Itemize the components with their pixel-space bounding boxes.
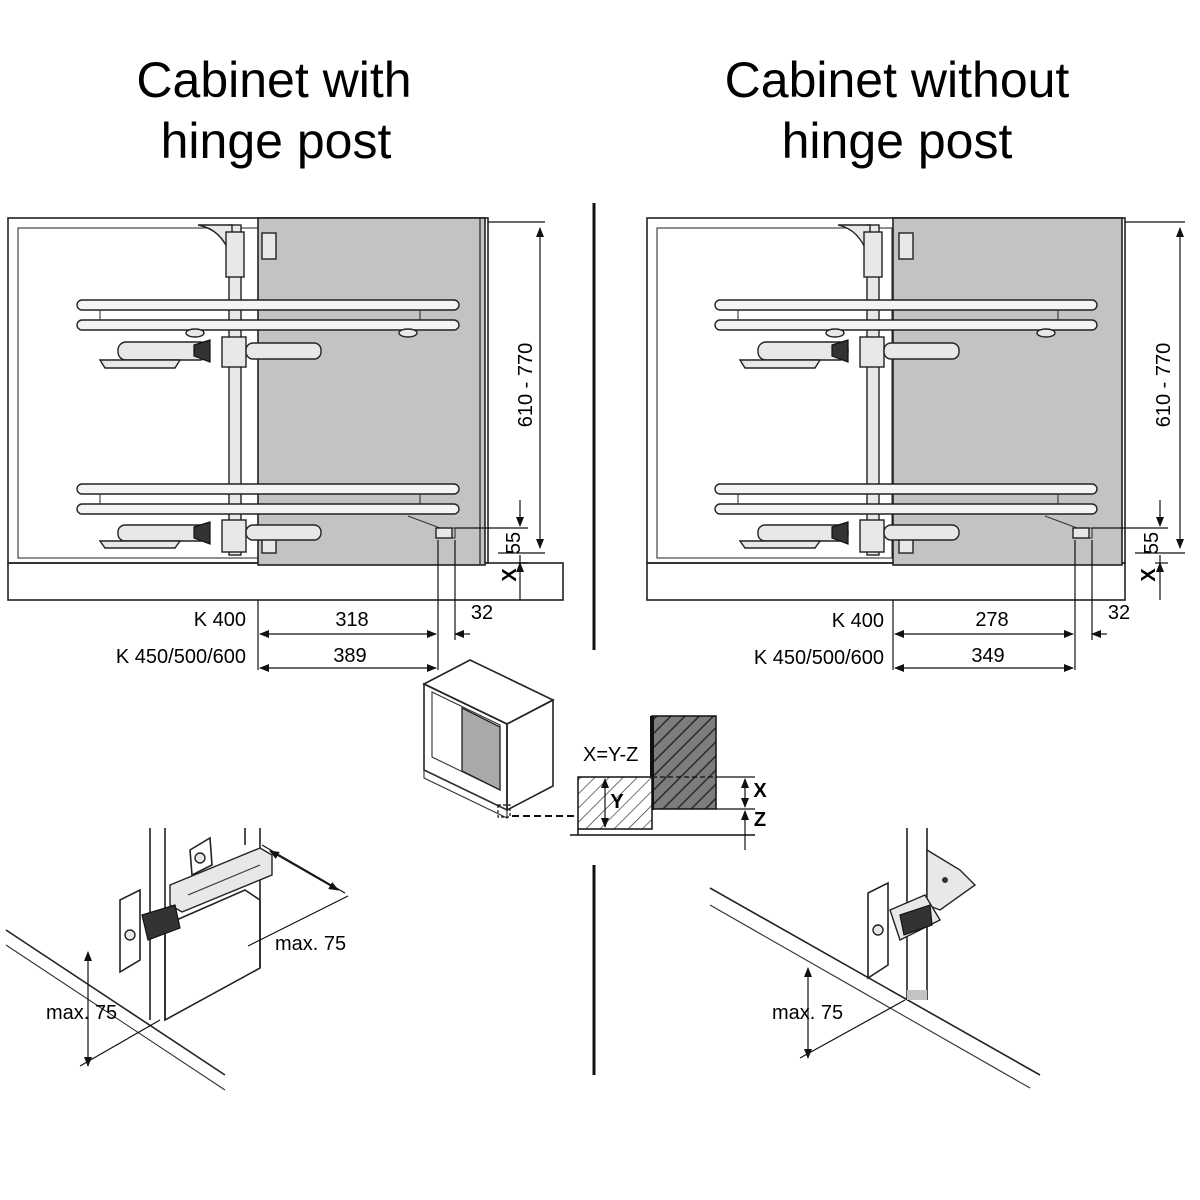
formula-label: X=Y-Z [583,744,638,766]
height-dim-left: 610 - 770 [515,343,537,428]
title-left-line2: hinge post [161,113,392,169]
z-label-detail: Z [754,809,766,831]
y-label: Y [610,791,624,813]
title-right-line2: hinge post [782,113,1013,169]
door-section [651,715,717,810]
title-left-line1: Cabinet with [136,52,411,108]
hinge-icon [898,232,914,260]
x-label-right: X [1138,568,1160,582]
row2-value-left: 389 [333,645,366,667]
max-height-label-right: max. 75 [772,1002,843,1024]
row1-value-right: 278 [975,609,1008,631]
shelf-upper [76,299,460,311]
row1-offset-right: 32 [1108,602,1130,624]
row2-value-right: 349 [971,645,1004,667]
offset-dim-right: 55 [1141,532,1163,554]
height-dim-right: 610 - 770 [1153,343,1175,428]
cabinet-isometric-icon [422,659,555,819]
max-depth-label-left: max. 75 [275,933,346,955]
max-height-label-left: max. 75 [46,1002,117,1024]
row1-offset-left: 32 [471,602,493,624]
hinge-without-post-detail: max. 75 [709,828,1041,1089]
row2-label-right: K 450/500/600 [754,647,884,669]
x-label-left: X [499,568,521,582]
shelf-lower [714,483,1098,495]
offset-dim-left: 55 [503,532,525,554]
cabinet-right-front-view [646,217,1126,601]
row1-value-left: 318 [335,609,368,631]
cabinet-left-front-view [7,217,564,601]
dimensions-right: 610 - 770 55 X K 400 278 32 K 450/500/60… [754,221,1185,672]
hinge-with-post-detail: max. 75 max. 75 [5,828,349,1091]
row1-label-left: K 400 [194,609,246,631]
title-right-line1: Cabinet without [725,52,1070,108]
plinth-section [577,776,653,830]
dimensions-left: 610 - 770 55 X K 400 318 32 K 450/500/60… [116,221,545,672]
row1-label-right: K 400 [832,610,884,632]
row2-label-left: K 450/500/600 [116,646,246,668]
shelf-upper [714,299,1098,311]
shelf-lower [76,483,460,495]
hinge-icon [261,232,277,260]
height-detail-section: X=Y-Z Y X Z [512,715,767,850]
x-label-detail: X [753,780,767,802]
